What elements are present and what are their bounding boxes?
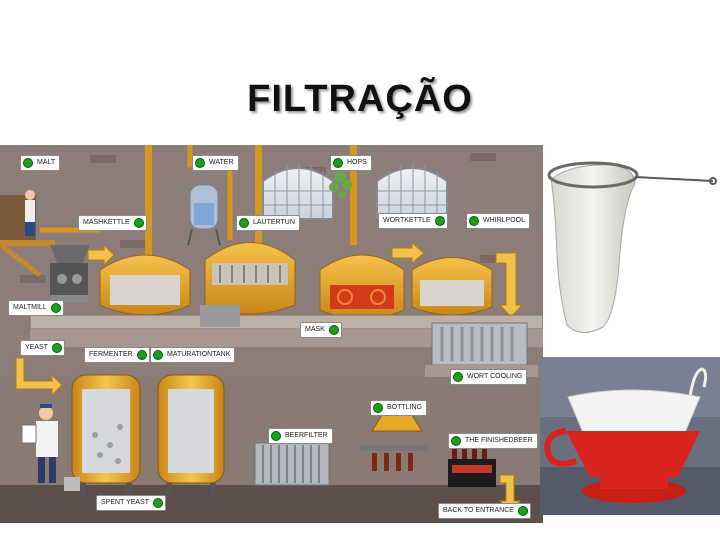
label-maltmill[interactable]: MALTMILL [8,300,64,316]
wort-kettle [320,255,404,319]
brewery-process-diagram: MALT WATER HOPS MASHKETTLE LAUTERTUN WOR… [0,145,543,523]
cloth-strainer-illustration [543,145,720,357]
label-finished-beer[interactable]: THE FINISHEDBEER [448,433,538,449]
status-dot-icon [195,158,205,168]
whirlpool-tank [412,258,492,316]
label-mashkettle[interactable]: MASHKETTLE [78,215,147,231]
label-spent-yeast[interactable]: SPENT YEAST [96,495,166,511]
brewery-illustration [0,145,543,523]
status-dot-icon [134,218,144,228]
coffee-filter-photo [540,357,720,515]
label-beerfilter[interactable]: BEERFILTER [268,428,333,444]
fermenter-tank [72,375,140,497]
status-dot-icon [373,403,383,413]
slide-title: FILTRAÇÃO [0,78,720,121]
label-back-to-entrance[interactable]: BACK TO ENTRANCE [438,503,531,519]
label-whirlpool[interactable]: WHIRLPOOL [466,213,530,229]
label-wort-cooling[interactable]: WORT COOLING [450,369,527,385]
status-dot-icon [469,216,479,226]
label-wortkettle[interactable]: WORTKETTLE [378,213,448,229]
label-hops[interactable]: HOPS [330,155,372,171]
status-dot-icon [153,350,163,360]
status-dot-icon [453,372,463,382]
yeast-bucket [64,477,80,491]
label-lautertun[interactable]: LAUTERTUN [236,215,300,231]
label-fermenter[interactable]: FERMENTER [84,347,150,363]
status-dot-icon [153,498,163,508]
status-dot-icon [518,506,528,516]
status-dot-icon [271,431,281,441]
label-bottling[interactable]: BOTTLING [370,400,427,416]
coffee-filter-illustration [540,357,720,515]
label-malt[interactable]: MALT [20,155,60,171]
status-dot-icon [329,325,339,335]
status-dot-icon [333,158,343,168]
status-dot-icon [51,303,61,313]
label-mask[interactable]: MASK [300,322,342,338]
maturation-tank [158,375,224,497]
label-maturationtank[interactable]: MATURATIONTANK [150,347,235,363]
label-water[interactable]: WATER [192,155,239,171]
status-dot-icon [23,158,33,168]
beer-filter [255,443,329,485]
status-dot-icon [137,350,147,360]
status-dot-icon [435,216,445,226]
label-yeast[interactable]: YEAST [20,340,65,356]
status-dot-icon [451,436,461,446]
status-dot-icon [239,218,249,228]
mash-kettle [100,255,190,315]
malt-mill [50,245,90,303]
pump [200,305,240,327]
lauter-tun [205,243,295,315]
status-dot-icon [52,343,62,353]
cloth-strainer-photo [543,145,720,357]
